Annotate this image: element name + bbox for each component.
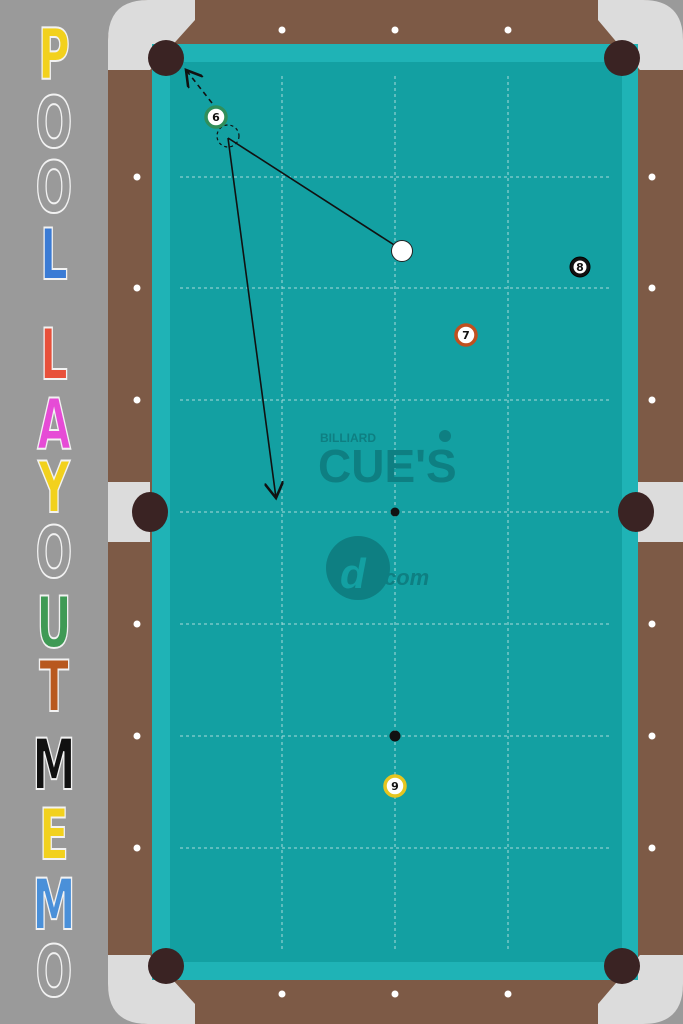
watermark: BILLIARD CUE'S d com	[318, 430, 457, 600]
pocket-side-left	[132, 492, 168, 532]
title-letter-6: Y	[38, 447, 71, 529]
pocket-top-left	[148, 40, 184, 76]
ball-7-label: 7	[462, 329, 470, 342]
ball-7[interactable]: 7	[454, 323, 478, 347]
cue-ball-path	[227, 137, 403, 251]
ball-9[interactable]: 9	[383, 774, 407, 798]
title-letter-5: A	[37, 384, 72, 466]
cue-ball-deflection	[227, 137, 276, 498]
title-letter-8: U	[36, 582, 72, 664]
title-letter-2: O	[35, 147, 73, 229]
corner-cap-bottom-left	[108, 955, 195, 1024]
object-ball-path	[186, 70, 213, 104]
watermark-logo-text: com	[384, 565, 429, 590]
title-letter-9: T	[39, 646, 70, 728]
pocket-top-right	[604, 40, 640, 76]
title-letter-7: O	[35, 512, 73, 594]
ball-8[interactable]: 8	[569, 256, 591, 278]
corner-cap-top-left	[108, 0, 195, 70]
title-letter-1: O	[35, 82, 73, 164]
corner-cap-top-right	[598, 0, 683, 70]
ghost-ball	[216, 124, 240, 148]
pocket-bottom-left	[148, 948, 184, 984]
ball-6-label: 6	[212, 111, 220, 124]
title-letter-4: L	[40, 314, 69, 396]
title-letter-12: M	[32, 864, 76, 946]
title-letter-10: M	[32, 724, 76, 806]
table-grid	[180, 76, 610, 950]
pockets	[132, 40, 654, 984]
svg-text:d: d	[340, 550, 367, 597]
shot-path	[186, 70, 403, 498]
watermark-big: CUE'S	[318, 440, 457, 492]
watermark-small: BILLIARD	[320, 431, 376, 445]
ball-9-label: 9	[391, 780, 399, 793]
pocket-bottom-right	[604, 948, 640, 984]
ball-8-label: 8	[576, 261, 584, 274]
center-spot	[390, 507, 400, 517]
corner-cap-bottom-right	[598, 955, 683, 1024]
cue-ball[interactable]	[391, 240, 413, 262]
title-letter-13: O	[35, 931, 73, 1013]
pocket-side-right	[618, 492, 654, 532]
ball-6[interactable]: 6	[204, 105, 228, 129]
rail-diamonds	[133, 26, 656, 998]
foot-spot	[389, 730, 401, 742]
title-letter-3: L	[40, 214, 69, 296]
title-letter-11: E	[39, 794, 70, 876]
title-letter-0: P	[37, 14, 70, 96]
